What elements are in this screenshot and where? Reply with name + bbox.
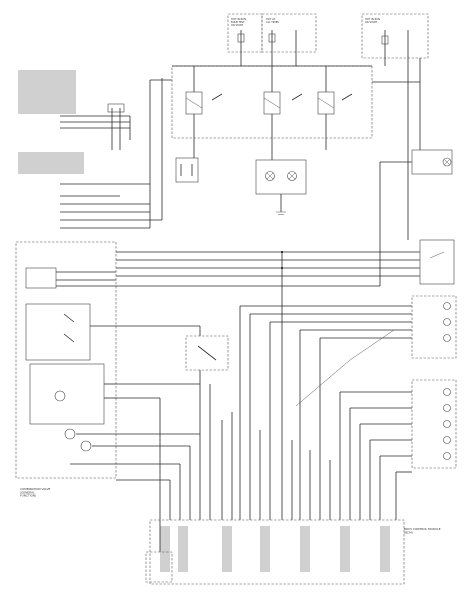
center-relay (185, 326, 229, 520)
signal-bus (116, 162, 420, 481)
right-lamp-stack (411, 295, 457, 469)
relay-right (317, 66, 335, 150)
bcm-feed-wires (159, 252, 397, 520)
relay-section (149, 52, 421, 160)
lamp-block-left (175, 150, 199, 183)
upper-left-block (18, 70, 163, 229)
bcm-label: BODY CONTROL MODULE(BCM) (404, 527, 441, 534)
indicator-lamp-upper-right (380, 82, 453, 175)
relay-left (185, 66, 203, 150)
lamp-block-center (255, 159, 307, 215)
lower-left-component (145, 520, 173, 583)
body-control-module: BODY CONTROL MODULE(BCM) (149, 519, 441, 585)
right-switch-block (407, 58, 455, 285)
right-feed-lines (240, 305, 412, 473)
relay-center (263, 66, 281, 160)
